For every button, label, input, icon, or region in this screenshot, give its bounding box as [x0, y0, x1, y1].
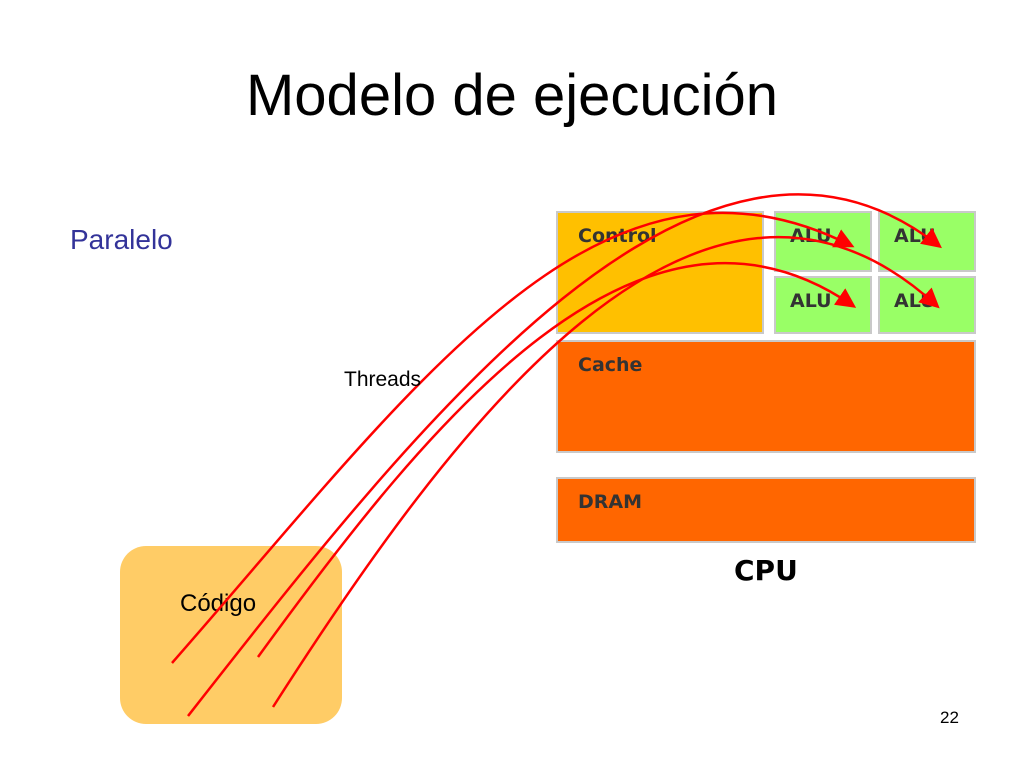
code-box [120, 546, 342, 724]
thread-arrow-4 [271, 235, 940, 708]
cache-label: Cache [578, 354, 643, 376]
cache-block: Cache [556, 340, 976, 453]
thread-arrow-1 [171, 211, 855, 664]
code-label: Código [180, 590, 257, 617]
slide-title: Modelo de ejecución [245, 63, 779, 128]
alu-label-3: ALU [790, 290, 832, 312]
dram-label: DRAM [578, 491, 643, 513]
page-number: 22 [940, 708, 959, 727]
thread-arrow-3 [256, 261, 857, 658]
dram-block: DRAM [556, 477, 976, 543]
thread-arrow-2 [187, 193, 942, 717]
slide-subtitle: Paralelo [70, 224, 173, 255]
threads-label: Threads [344, 368, 422, 391]
cpu-label: CPU [734, 554, 798, 587]
